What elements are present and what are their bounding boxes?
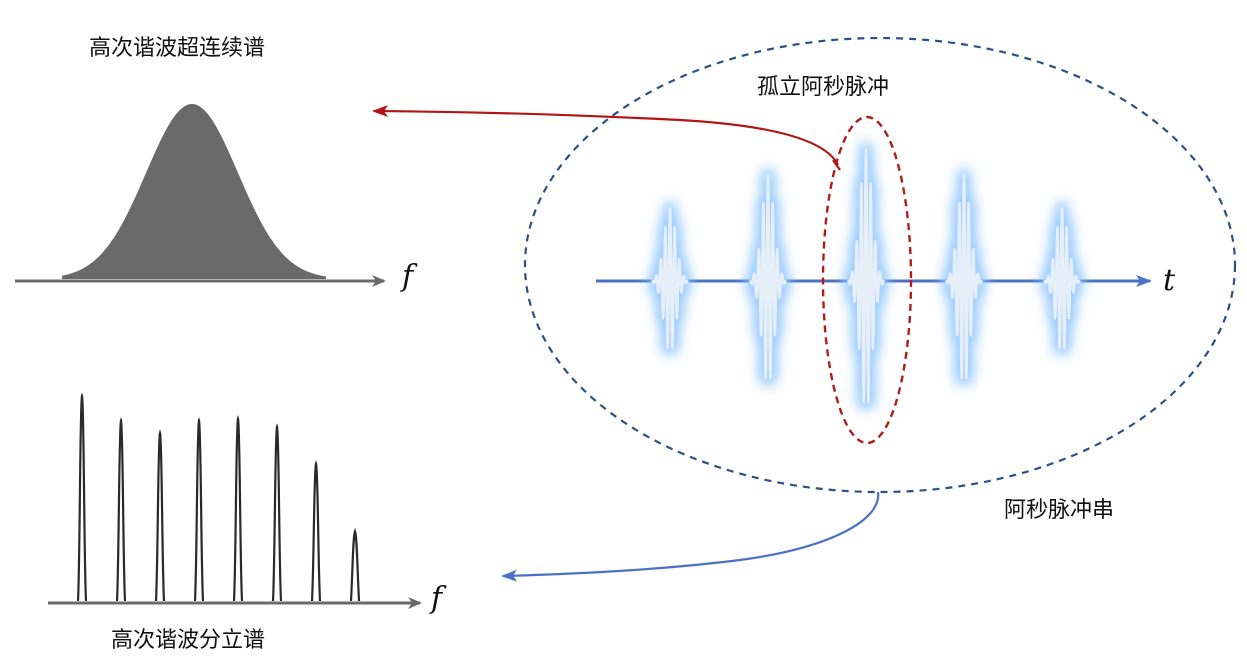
gaussian-spectrum-shape — [62, 104, 326, 279]
pulse-train-label: 阿秒脉冲串 — [1004, 498, 1115, 523]
pulse-train-panel — [523, 36, 1237, 494]
attosecond-pulse — [645, 201, 695, 355]
pulse-waveform — [749, 174, 787, 380]
harmonic-peak — [310, 460, 322, 602]
harmonic-peak — [193, 417, 205, 602]
attosecond-pulse — [939, 168, 989, 386]
isolated-pulse-dashed-ellipse — [821, 115, 913, 445]
harmonic-peak — [232, 415, 244, 602]
attosecond-pulse — [841, 142, 891, 410]
discrete-frequency-label: f — [431, 581, 443, 616]
discrete-spectrum-title: 高次谐波分立谱 — [111, 628, 266, 653]
attosecond-pulses-group — [645, 142, 1087, 410]
pulse-waveform — [846, 147, 886, 404]
harmonic-peak — [154, 429, 166, 602]
discrete-spectrum-plot — [48, 392, 422, 609]
attosecond-pulse — [1037, 201, 1087, 355]
continuum-frequency-label: f — [402, 259, 414, 294]
harmonic-peak — [349, 527, 361, 602]
harmonic-peak — [76, 392, 88, 602]
isolated-pulse-to-continuum-arrow — [372, 105, 839, 166]
pulse-waveform — [651, 207, 689, 349]
harmonic-peak — [271, 423, 283, 602]
pulse-waveform — [1043, 207, 1081, 349]
isolated-pulse-arrow-tick — [832, 159, 841, 171]
continuum-spectrum-plot — [15, 104, 386, 287]
pulse-train-dashed-ellipse — [523, 36, 1237, 494]
continuum-spectrum-title: 高次谐波超连续谱 — [89, 36, 266, 61]
harmonic-peak — [115, 417, 127, 602]
harmonic-peaks-group — [76, 392, 361, 602]
pulse-train-to-discrete-arrow — [501, 491, 880, 582]
pulse-waveform — [945, 174, 983, 380]
isolated-pulse-label: 孤立阿秒脉冲 — [757, 75, 890, 100]
time-axis-label: t — [1163, 263, 1176, 298]
attosecond-pulse — [743, 168, 793, 386]
